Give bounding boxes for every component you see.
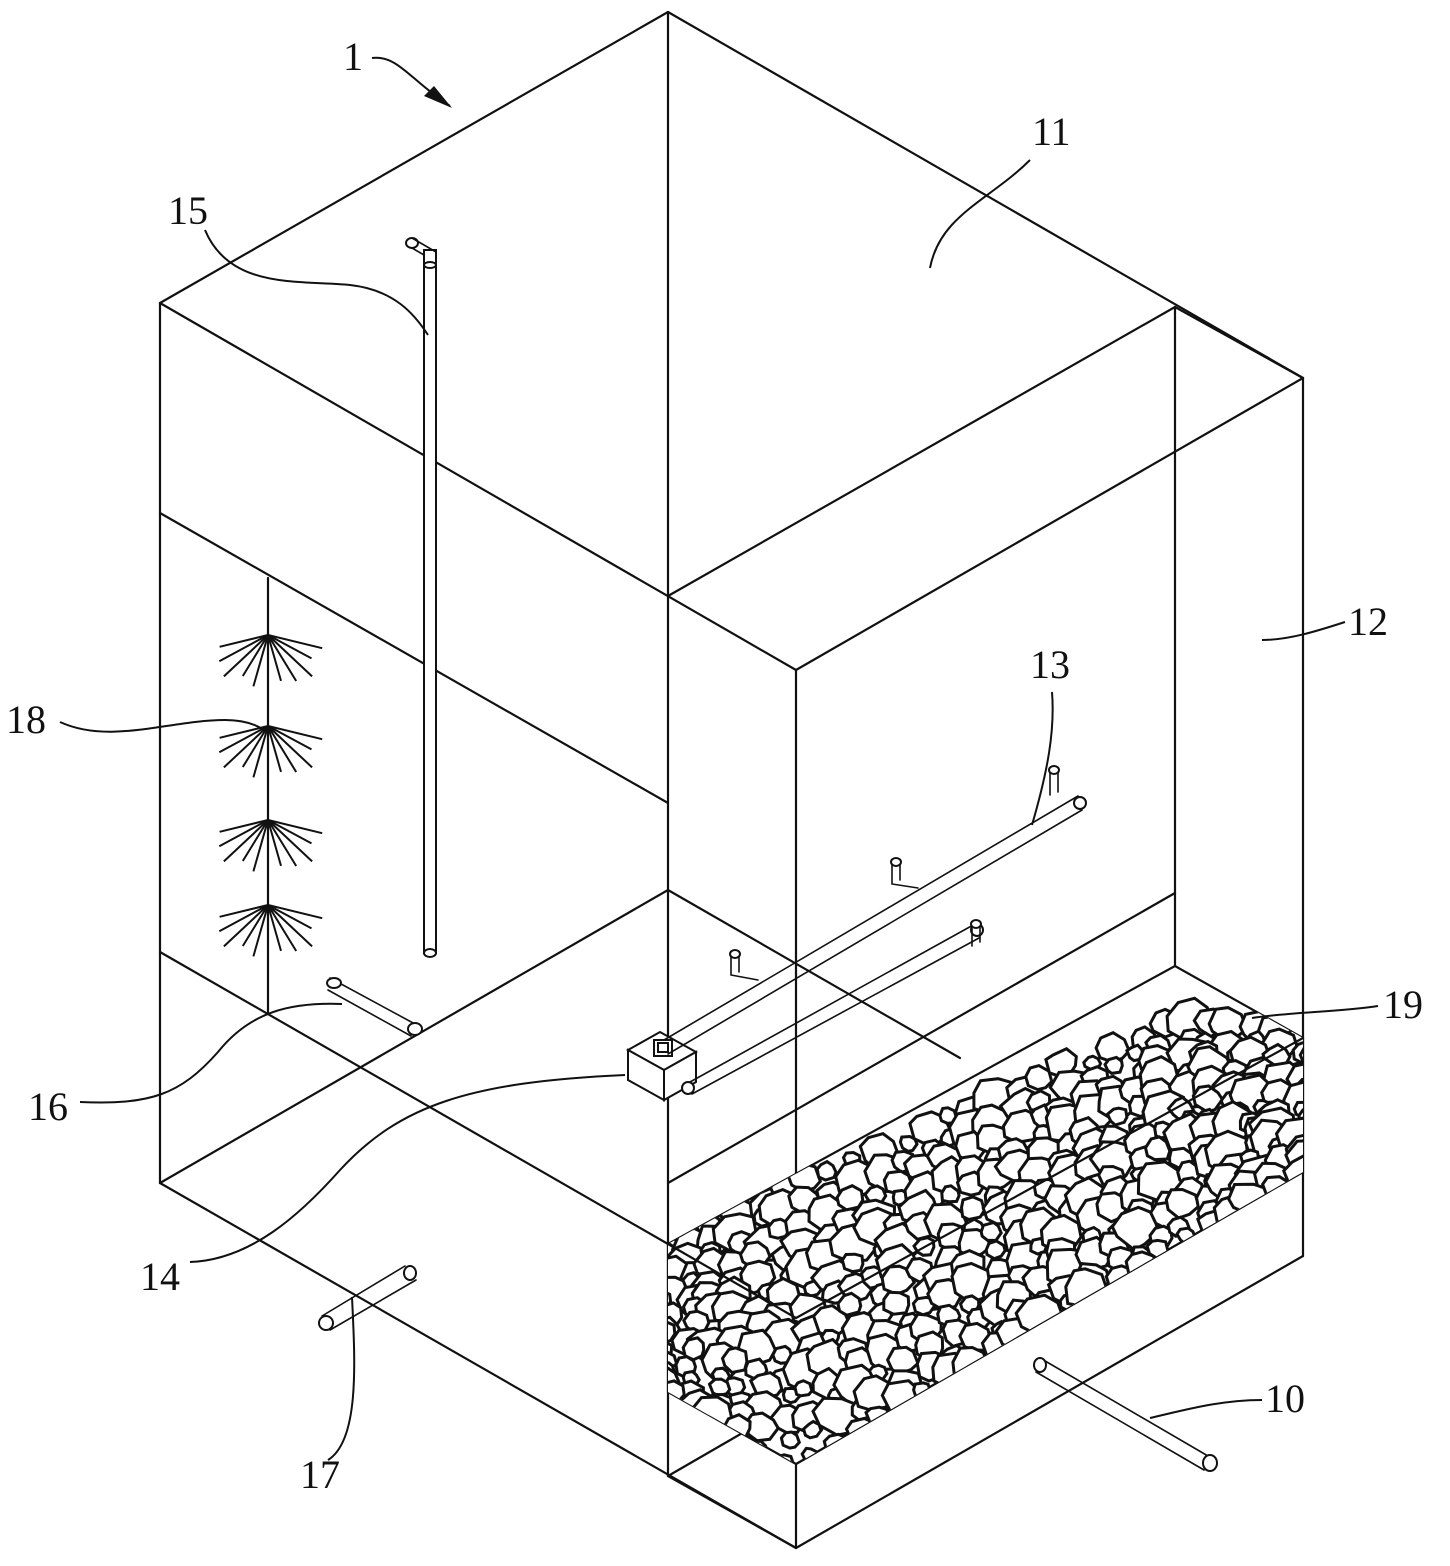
gravel-stone [836, 1291, 863, 1317]
part-labels: 1 11 15 12 13 18 19 16 14 10 17 [6, 34, 1423, 1497]
label-16: 16 [28, 1084, 68, 1129]
label-14: 14 [140, 1254, 180, 1299]
gravel-stone [950, 1261, 993, 1305]
gravel-stone [1298, 1044, 1303, 1065]
gravel-stone [1297, 1107, 1303, 1126]
label-10: 10 [1265, 1376, 1305, 1421]
gravel-stone [882, 1290, 911, 1316]
gravel-stone [668, 1320, 677, 1345]
plant-tuft [218, 819, 323, 879]
gravel-stone [940, 1184, 961, 1204]
drain-pipe-10 [1033, 1357, 1218, 1472]
outlet-pipe-17 [318, 1265, 417, 1331]
pump-box-14 [625, 1030, 699, 1102]
label-12: 12 [1348, 599, 1388, 644]
gravel-stone [690, 1395, 734, 1436]
gravel-stone [1145, 1238, 1170, 1260]
gravel-stone [668, 1340, 674, 1364]
gravel-stone [840, 1252, 865, 1274]
gravel-stone [720, 1346, 749, 1375]
label-18: 18 [6, 697, 46, 742]
gravel-stone [984, 1239, 1007, 1261]
label-15: 15 [168, 188, 208, 233]
label-1: 1 [343, 34, 363, 79]
label-19: 19 [1383, 982, 1423, 1027]
leader-lines [59, 56, 1379, 1461]
gravel-stone [979, 1220, 1003, 1242]
gravel-stone [835, 1184, 865, 1212]
label-13: 13 [1030, 642, 1070, 687]
gravel-stone [1064, 1267, 1110, 1308]
gravel-stone [793, 1379, 814, 1398]
plant-tuft [218, 904, 323, 964]
gravel-stone [815, 1159, 838, 1182]
gravel-stone [1024, 1063, 1054, 1092]
label-11: 11 [1032, 109, 1071, 154]
label-17: 17 [300, 1452, 340, 1497]
gravel-stone [1105, 1106, 1129, 1127]
gravel-stone [1164, 1187, 1201, 1220]
plant-tuft [218, 725, 323, 785]
plant-tuft [218, 634, 323, 694]
gravel-stone [779, 1430, 802, 1450]
distribution-pipe-13 [663, 765, 1087, 1095]
aquatic-plants-18 [218, 576, 323, 1015]
gravel-stone [681, 1336, 706, 1362]
inlet-pipe-16 [326, 977, 423, 1037]
vertical-pipe-15 [405, 237, 437, 958]
gravel-stone [1291, 1039, 1303, 1066]
gravel-stone [1103, 1055, 1124, 1075]
gravel-filter-bed [666, 964, 1305, 1466]
